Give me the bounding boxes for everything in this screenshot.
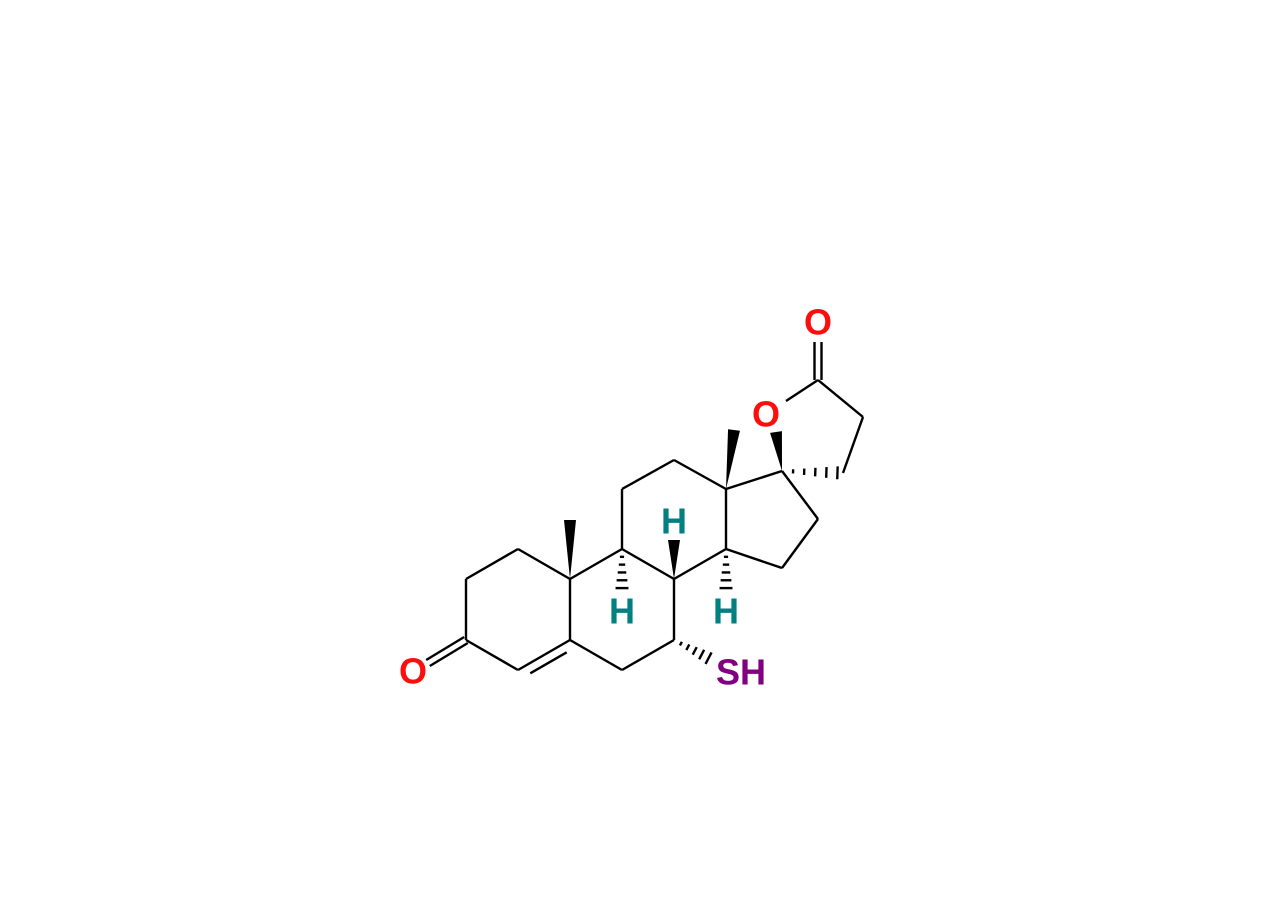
bond <box>517 547 571 581</box>
bond <box>781 518 819 569</box>
bond <box>465 547 519 581</box>
c13-methyl-wedge <box>726 429 740 489</box>
thiol-hash <box>685 643 691 651</box>
bond <box>725 547 783 570</box>
h14-label: H <box>713 591 739 632</box>
bond <box>621 638 675 672</box>
bond <box>621 458 675 491</box>
ketone-oxygen-label: O <box>399 651 427 692</box>
c10-methyl-wedge <box>564 520 576 579</box>
bond <box>569 638 623 672</box>
c4-c5-double-bond <box>529 651 568 675</box>
thiol-hash <box>678 641 683 647</box>
bond <box>725 469 783 491</box>
lactone-carbonyl-oxygen-label: O <box>804 302 832 343</box>
h8-wedge <box>668 540 680 579</box>
bonds <box>425 342 865 675</box>
bond <box>465 638 519 672</box>
c17-oxygen-wedge <box>770 431 782 471</box>
lactone-ring-oxygen-label: O <box>752 394 780 435</box>
bond <box>517 638 571 672</box>
thiol-label: SH <box>716 652 766 693</box>
bond <box>785 378 819 403</box>
thiol-hash <box>704 651 713 665</box>
bond <box>673 458 727 491</box>
bond <box>569 547 623 581</box>
bond <box>841 416 865 474</box>
ketone-double-bond <box>429 641 469 668</box>
bond <box>781 470 819 520</box>
bond <box>621 547 675 581</box>
bond <box>673 547 727 581</box>
ketone-double-bond <box>425 635 465 662</box>
thiol-hash <box>691 646 698 656</box>
bond <box>817 379 864 418</box>
h8-label: H <box>661 501 687 542</box>
thiol-hash <box>698 649 706 660</box>
h9-label: H <box>609 591 635 632</box>
